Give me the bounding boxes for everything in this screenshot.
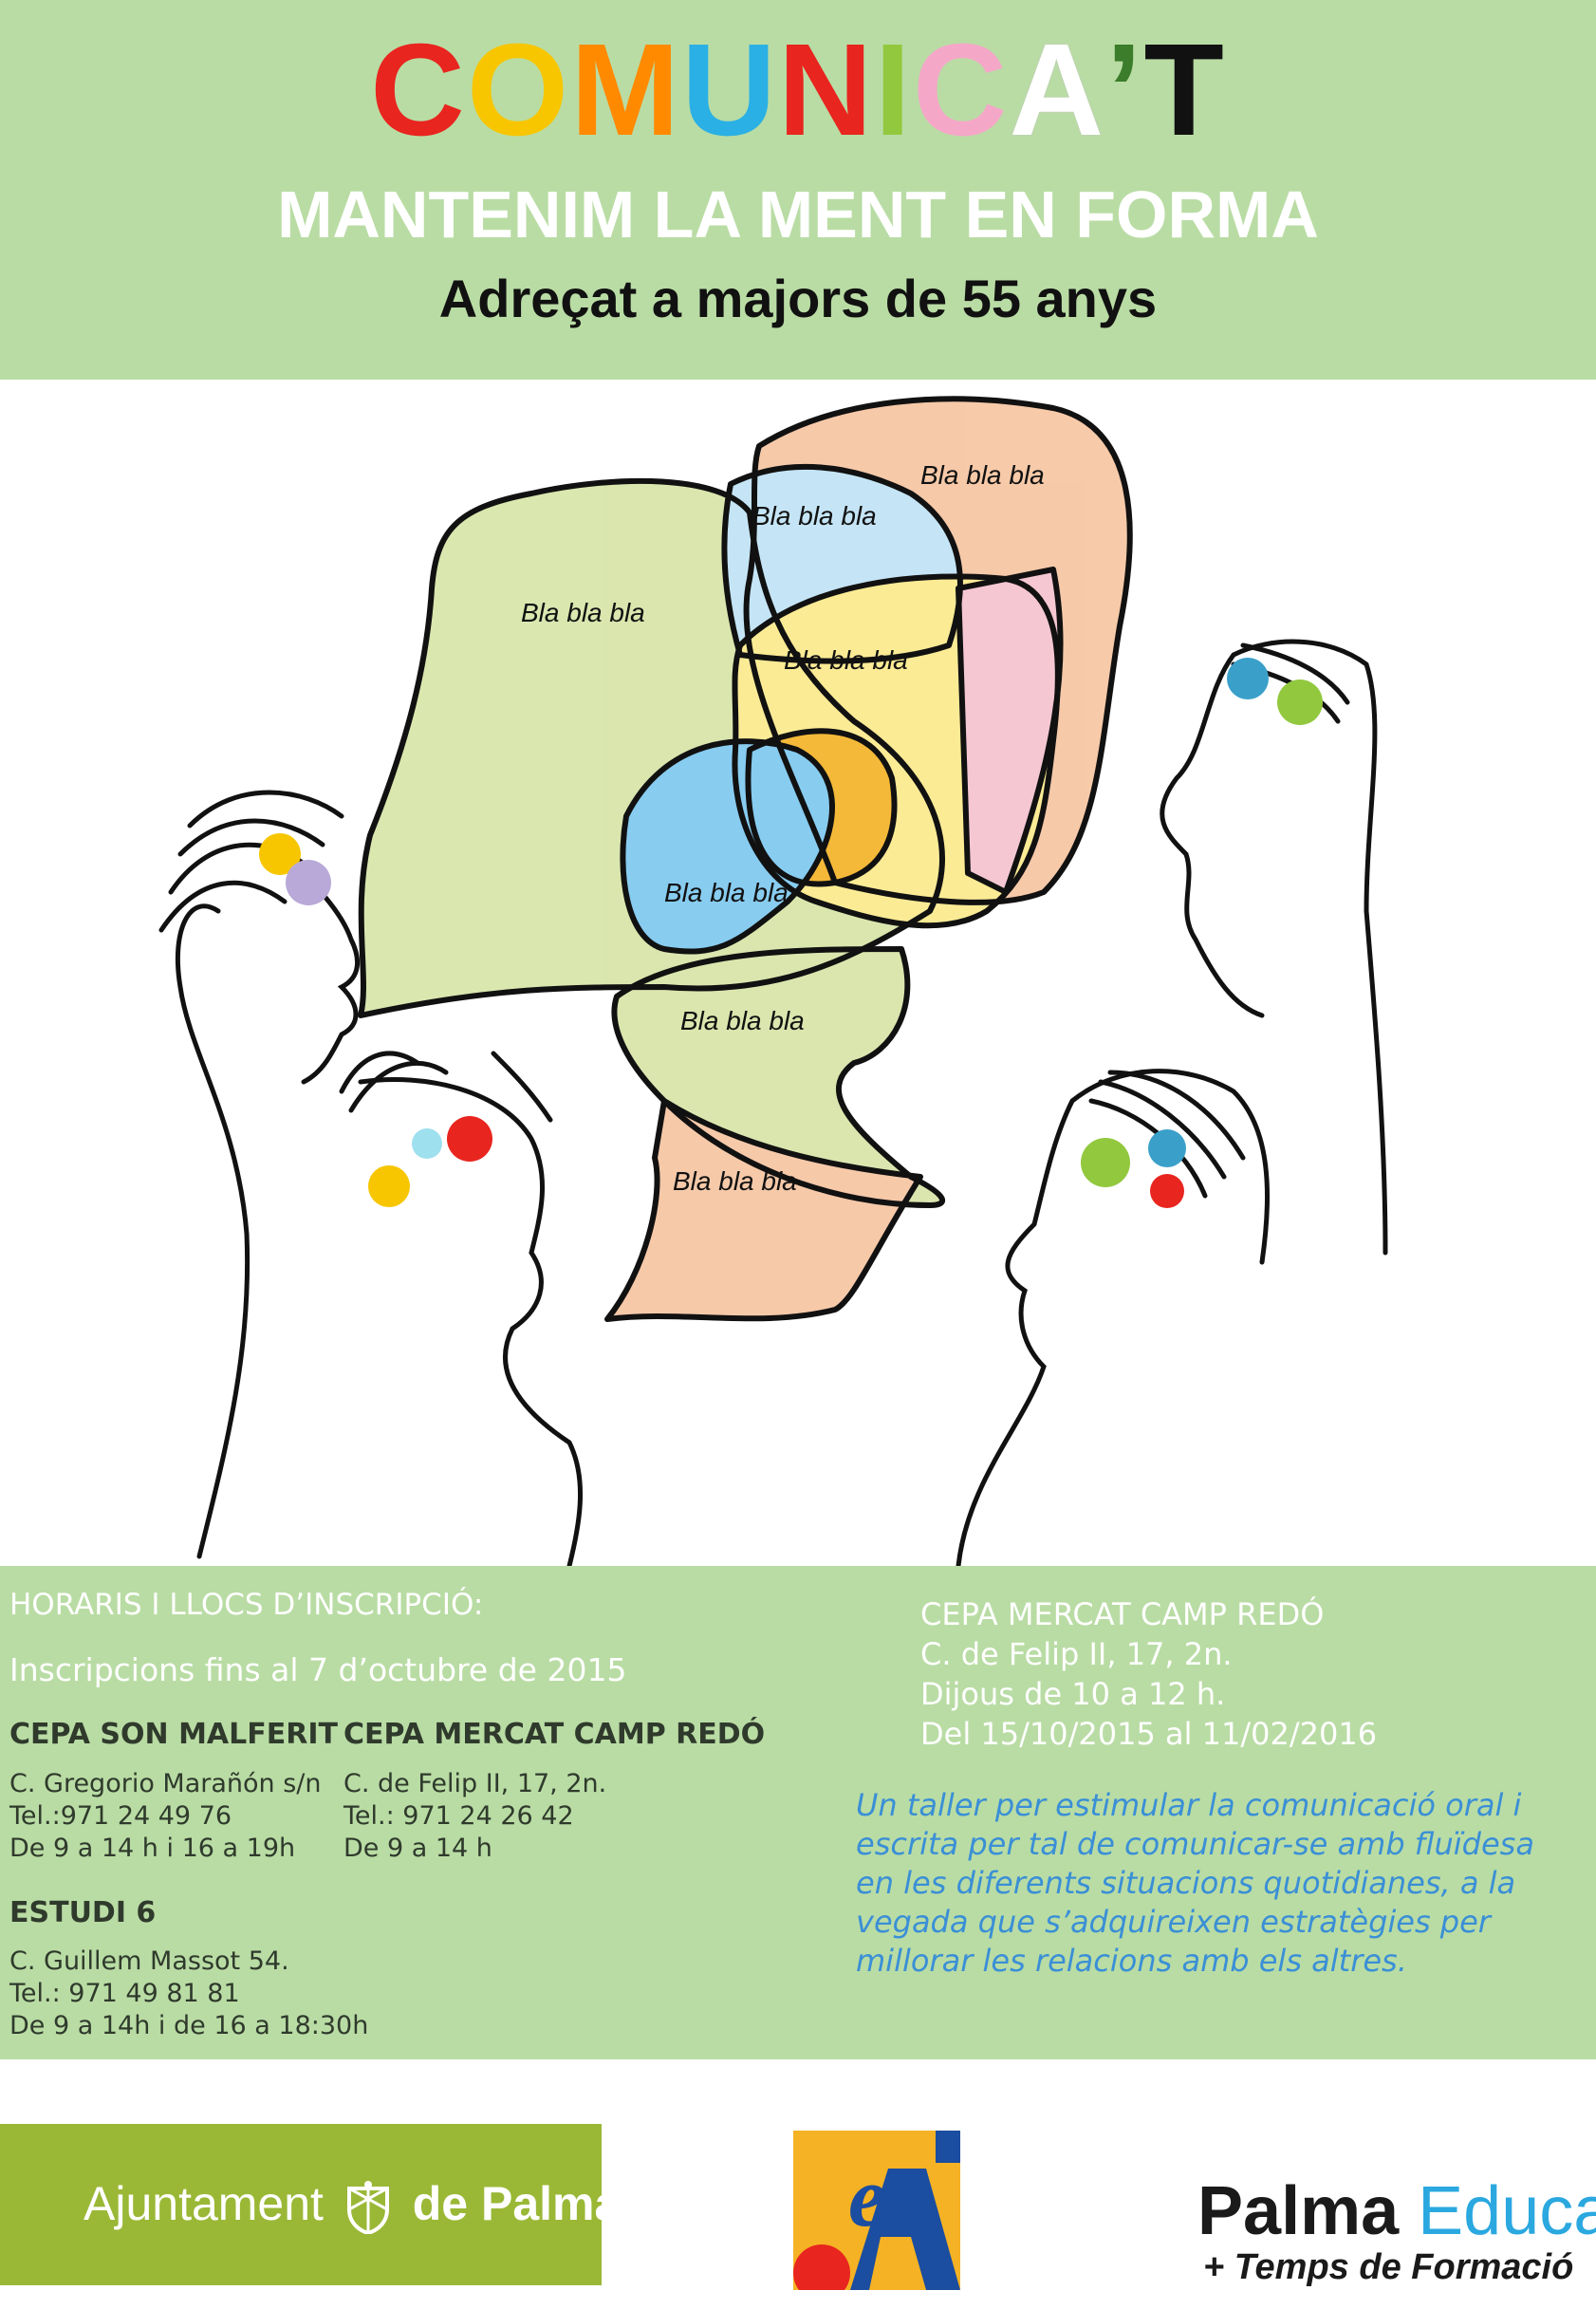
idea-gears — [259, 658, 1323, 1208]
gear-cyan-bottom-icon — [412, 1128, 442, 1159]
conversation-illustration: Bla bla bla Bla bla bla Bla bla bla Bla … — [158, 396, 1388, 1566]
person-right-face — [1160, 652, 1265, 1018]
bubble-fill — [607, 1101, 920, 1319]
bubble-fill — [614, 949, 943, 1205]
center-address: C. Guillem Massot 54. — [9, 1946, 289, 1976]
title-letter: T — [1143, 17, 1226, 163]
gear-blue-bottom-right-icon — [1148, 1129, 1186, 1167]
bubble-fill — [622, 741, 833, 952]
target-audience: Adreçat a majors de 55 anys — [438, 269, 1158, 328]
registration-heading: HORARIS I LLOCS D’INSCRIPCIÓ: — [9, 1588, 484, 1622]
description-line: Un taller per estimular la comunicació o… — [856, 1787, 1522, 1823]
person-bottom-left-hair — [339, 1051, 553, 1123]
coat-of-arms-icon — [346, 2180, 389, 2235]
info-band — [0, 1566, 1596, 2059]
person-left-face — [282, 851, 361, 1085]
bubble-text: Bla bla bla — [752, 501, 877, 531]
gear-red-bottom-right-icon — [1150, 1174, 1184, 1208]
gear-green-right-icon — [1277, 680, 1323, 725]
title-letter: C — [370, 17, 467, 163]
bubble-text: Bla bla bla — [673, 1166, 797, 1196]
course-details: CEPA MERCAT CAMP REDÓ C. de Felip II, 17… — [920, 1594, 1377, 1754]
gear-blue-right-icon — [1227, 658, 1269, 699]
speech-bubble-green — [358, 477, 945, 1018]
description-line: millorar les relacions amb els altres. — [856, 1943, 1407, 1979]
center-logo-letter: e — [848, 2151, 886, 2244]
ajuntament-prefix: Ajuntament — [84, 2177, 324, 2230]
center-details: C. Gregorio Marañón s/n Tel.:971 24 49 7… — [9, 1768, 322, 1865]
course-place: CEPA MERCAT CAMP REDÓ — [920, 1596, 1325, 1632]
description-line: en les diferents situacions quotidianes,… — [856, 1865, 1516, 1901]
person-bottom-right-head — [956, 1069, 1271, 1566]
educa-word: Educa — [1418, 2173, 1596, 2249]
center-hours: De 9 a 14h i de 16 a 18:30h — [9, 2011, 369, 2040]
poster-title: COMUNICA’T — [0, 19, 1596, 161]
title-letter: M — [570, 17, 682, 163]
person-left-hair — [158, 790, 344, 933]
title-letter: ’ — [1105, 17, 1144, 163]
center-name: CEPA MERCAT CAMP REDÓ — [343, 1718, 766, 1751]
center-details: C. de Felip II, 17, 2n. Tel.: 971 24 26 … — [343, 1768, 606, 1865]
bubble-text: Bla bla bla — [784, 645, 908, 675]
center-address: C. de Felip II, 17, 2n. — [343, 1769, 607, 1798]
ajuntament-suffix: de Palma — [412, 2177, 622, 2230]
speech-bubble-orange-bottom — [611, 946, 946, 1208]
person-bottom-left-head — [358, 1077, 584, 1566]
gear-yellow-bottom-icon — [368, 1165, 410, 1207]
bubble-text: Bla bla bla — [664, 878, 789, 907]
speech-bubble-yellow — [732, 573, 1061, 929]
ajuntament-logo — [0, 2124, 602, 2285]
center-address: C. Gregorio Marañón s/n — [9, 1769, 322, 1798]
course-dates: Del 15/10/2015 al 11/02/2016 — [920, 1716, 1378, 1752]
title-letter: C — [912, 17, 1010, 163]
center-hours: De 9 a 14 h i 16 a 19h — [9, 1834, 296, 1863]
center-logo-icon: e — [793, 2131, 960, 2290]
bubble-text: Bla bla bla — [920, 460, 1045, 490]
center-phone: Tel.: 971 49 81 81 — [9, 1979, 240, 2008]
palma-educa-logo: Palma Educa — [1197, 2173, 1596, 2249]
title-letter: N — [777, 17, 875, 163]
course-schedule: Dijous de 10 a 12 h. — [920, 1676, 1226, 1712]
speech-bubble-light-blue — [721, 463, 963, 664]
ajuntament-logo-text: Ajuntament de Palma — [84, 2173, 622, 2235]
gear-red-bottom-icon — [447, 1116, 492, 1162]
person-left-profile — [175, 903, 251, 1559]
center-name: CEPA SON MALFERIT — [9, 1718, 338, 1751]
description-line: escrita per tal de comunicar-se amb fluï… — [856, 1826, 1534, 1862]
bubble-text: Bla bla bla — [680, 1006, 805, 1035]
person-right-profile — [1231, 639, 1388, 1256]
title-letter: I — [874, 17, 913, 163]
registration-deadline: Inscripcions fins al 7 d’octubre de 2015 — [9, 1651, 627, 1688]
center-phone: Tel.: 971 24 26 42 — [343, 1801, 574, 1831]
center-details: C. Guillem Massot 54. Tel.: 971 49 81 81… — [9, 1946, 368, 2042]
speech-bubble-pink — [745, 728, 898, 887]
palma-word: Palma — [1197, 2173, 1400, 2249]
course-description: Un taller per estimular la comunicació o… — [856, 1786, 1534, 1981]
title-letter: U — [681, 17, 778, 163]
bubble-fill — [958, 569, 1061, 892]
bubble-text: Bla bla bla — [521, 598, 645, 627]
center-hours: De 9 a 14 h — [343, 1834, 492, 1863]
speech-bubble-blue-bottom — [604, 1098, 923, 1322]
header-band — [0, 0, 1596, 380]
course-address: C. de Felip II, 17, 2n. — [920, 1636, 1233, 1672]
center-name: ESTUDI 6 — [9, 1896, 157, 1929]
gear-yellow-left-icon — [259, 833, 301, 875]
poster-subtitle: MANTENIM LA MENT EN FORMA — [277, 177, 1319, 251]
gear-purple-left-icon — [286, 860, 331, 905]
palma-educa-tagline: + Temps de Formació — [1203, 2247, 1574, 2287]
description-line: vegada que s’adquireixen estratègies per — [856, 1904, 1491, 1940]
center-phone: Tel.:971 24 49 76 — [9, 1801, 232, 1831]
title-letter: A — [1009, 17, 1106, 163]
speech-bubble-blue-middle — [620, 738, 835, 955]
speech-bubble-orange-right — [956, 567, 1064, 895]
gear-green-bottom-right-icon — [1081, 1138, 1130, 1187]
title-letter: O — [466, 17, 571, 163]
